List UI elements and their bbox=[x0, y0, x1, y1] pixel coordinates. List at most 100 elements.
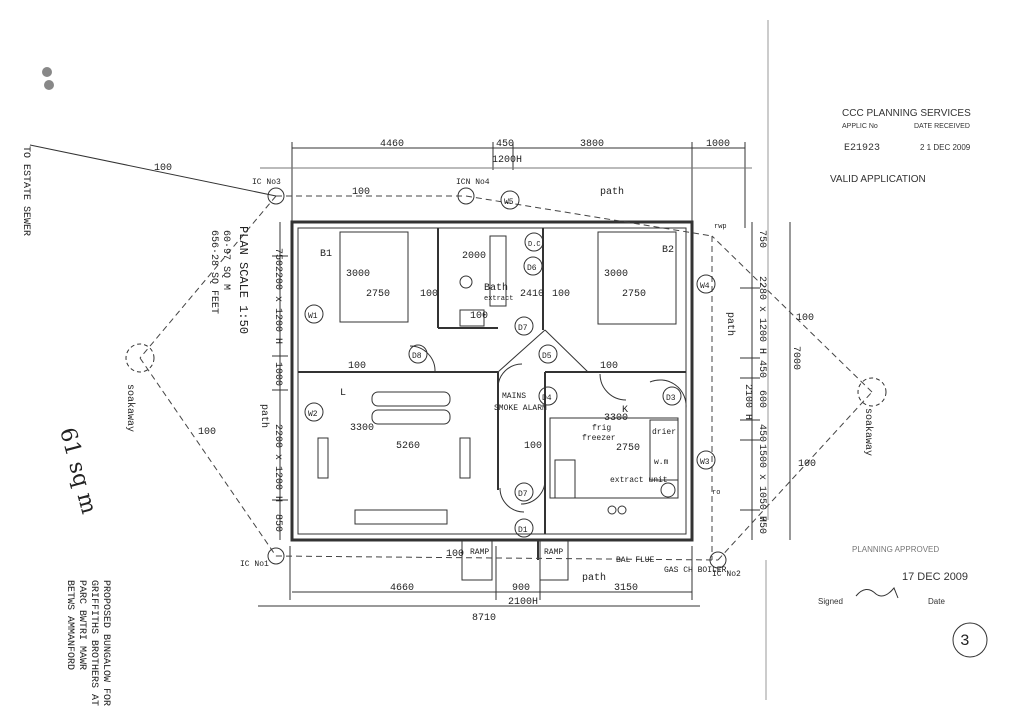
dim-bottom-4660: 4660 bbox=[390, 583, 414, 594]
dim-left-2200a: 2200 x 1200 H bbox=[272, 266, 283, 344]
bed-b1 bbox=[339, 231, 409, 323]
project-line3: PARC BWTRI MAWR bbox=[76, 580, 87, 670]
b1-100: 100 bbox=[420, 289, 438, 300]
fridge-label: frig bbox=[592, 424, 611, 433]
bal-flue-label: BAL FLUE bbox=[616, 556, 655, 565]
dim-left-850: 850 bbox=[272, 514, 283, 532]
pipe-100e: 100 bbox=[198, 427, 216, 438]
freezer-label: freezer bbox=[582, 434, 616, 443]
path-bottom: path bbox=[582, 572, 606, 584]
b1-width: 2750 bbox=[366, 289, 390, 300]
mid-100: 100 bbox=[446, 549, 464, 560]
b1-height: 3000 bbox=[346, 269, 370, 280]
door-d4: D4 bbox=[542, 394, 552, 403]
bath-height: 2000 bbox=[462, 251, 486, 262]
inner-wall-line bbox=[297, 227, 687, 535]
window-w5: W5 bbox=[504, 198, 514, 207]
dim-top-1200h: 1200H bbox=[492, 155, 522, 166]
boiler-label: GAS CH BOILER bbox=[664, 566, 727, 575]
rwp-label: rwp bbox=[714, 223, 727, 231]
dim-right-450a: 450 bbox=[756, 360, 767, 378]
project-line4: BETWS AMMANFORD bbox=[64, 580, 75, 670]
sewer-label: TO ESTATE SEWER bbox=[20, 146, 31, 236]
dim-right-2100h: 2100 H bbox=[742, 384, 753, 420]
alarm-line1: MAINS bbox=[502, 392, 526, 401]
dim-top-1000: 1000 bbox=[706, 139, 730, 150]
plan-area-sqm: 60·97 SQ M bbox=[220, 230, 231, 290]
approval-line1: PLANNING APPROVED bbox=[852, 545, 939, 554]
dim-top-3800: 3800 bbox=[580, 139, 604, 150]
stamp-appl-no: E21923 bbox=[844, 143, 880, 154]
stamp-date-label: DATE RECEIVED bbox=[914, 123, 970, 130]
l-width: 5260 bbox=[396, 441, 420, 452]
dim-bottom-900: 900 bbox=[512, 583, 530, 594]
stamp-org: CCC PLANNING SERVICES bbox=[842, 108, 971, 119]
door-d3: D3 bbox=[666, 394, 676, 403]
inspection-chamber-4 bbox=[457, 187, 475, 205]
inspection-chamber-2 bbox=[709, 551, 727, 569]
signature bbox=[855, 587, 899, 599]
window-w4: W4 bbox=[700, 282, 710, 291]
l-height: 3300 bbox=[350, 423, 374, 434]
washing-machine-label: w.m bbox=[654, 458, 669, 467]
soakaway-right-label: soakaway bbox=[862, 408, 874, 456]
bath-width: 2410 bbox=[520, 289, 544, 300]
approval-signed: Signed bbox=[818, 597, 843, 606]
pipe-100a: 100 bbox=[352, 187, 370, 198]
room-bath-extract: extract bbox=[484, 295, 513, 303]
handwritten-area: 61 sq m bbox=[54, 425, 101, 517]
dim-right-2280: 2280 x 1200 H bbox=[756, 276, 767, 354]
dim-right-600: 600 bbox=[756, 390, 767, 408]
room-bath-label: Bath bbox=[484, 282, 508, 294]
approval-date-label: Date bbox=[928, 597, 945, 606]
soakaway-left-symbol bbox=[125, 343, 155, 373]
door-d5: D5 bbox=[542, 352, 552, 361]
dim-bottom-2100h: 2100H bbox=[508, 597, 538, 608]
room-l-label: L bbox=[340, 388, 346, 399]
dc-label: D.C. bbox=[528, 241, 545, 249]
room-b2-label: B2 bbox=[662, 245, 674, 256]
b2-100: 100 bbox=[552, 289, 570, 300]
stamp-date: 2 1 DEC 2009 bbox=[920, 143, 971, 152]
page-number-circle bbox=[952, 622, 988, 658]
dim-bottom-3150: 3150 bbox=[614, 583, 638, 594]
dim-right-450b: 450 bbox=[756, 424, 767, 442]
ramp-1: RAMP bbox=[470, 548, 489, 557]
icn-4-label: ICN No4 bbox=[456, 178, 490, 187]
dim-left-1000: 1000 bbox=[272, 362, 283, 386]
dim-top-450: 450 bbox=[496, 139, 514, 150]
ic-1-label: IC No1 bbox=[240, 560, 269, 569]
dim-right-750a: 750 bbox=[756, 230, 767, 248]
stamp-valid: VALID APPLICATION bbox=[830, 174, 926, 185]
soakaway-right-symbol bbox=[857, 377, 887, 407]
punch-hole bbox=[42, 67, 52, 77]
inspection-chamber-3 bbox=[267, 187, 285, 205]
k-height: 3300 bbox=[604, 413, 628, 424]
pipe-100b: 100 bbox=[154, 163, 172, 174]
k-width: 2750 bbox=[616, 443, 640, 454]
path-left: path bbox=[258, 404, 270, 428]
l-100b: 100 bbox=[524, 441, 542, 452]
door-d6: D6 bbox=[527, 264, 537, 273]
ic-2-label: IC No2 bbox=[712, 570, 741, 579]
project-line1: PROPOSED BUNGALOW FOR bbox=[100, 580, 111, 706]
approval-date: 17 DEC 2009 bbox=[902, 571, 968, 583]
dim-top-4460: 4460 bbox=[380, 139, 404, 150]
dim-left-2200b: 2200 x 1200 H bbox=[272, 424, 283, 502]
alarm-line2: SMOKE ALARM bbox=[494, 404, 547, 413]
ro-label: ro bbox=[712, 489, 720, 497]
pipe-100d: 100 bbox=[798, 459, 816, 470]
dim-right-7000: 7000 bbox=[790, 346, 801, 370]
door-d7b: D7 bbox=[518, 490, 528, 499]
dim-bottom-8710: 8710 bbox=[472, 613, 496, 624]
door-d7a: D7 bbox=[518, 324, 528, 333]
ramp-2: RAMP bbox=[544, 548, 563, 557]
k-100: 100 bbox=[600, 361, 618, 372]
b2-height: 3000 bbox=[604, 269, 628, 280]
l-100a: 100 bbox=[348, 361, 366, 372]
soakaway-left-label: soakaway bbox=[124, 384, 136, 432]
plan-area-sqft: 656·28 SQ FEET bbox=[208, 230, 219, 314]
page-number: 3 bbox=[960, 632, 970, 650]
window-w2: W2 bbox=[308, 410, 318, 419]
dim-right-1500: 1500 x 1050 H bbox=[756, 444, 767, 522]
